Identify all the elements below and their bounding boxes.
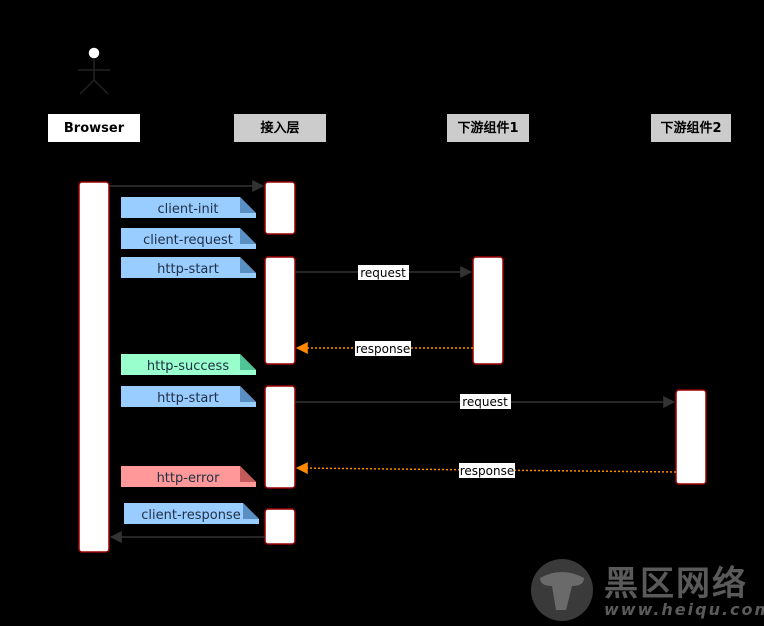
message-response-2-label: response bbox=[460, 464, 515, 478]
activation-down2 bbox=[675, 389, 707, 485]
activation-browser bbox=[78, 181, 110, 553]
note-client-response: client-response bbox=[124, 503, 259, 524]
activation-access-2 bbox=[264, 256, 296, 365]
note-http-success-label: http-success bbox=[147, 359, 229, 374]
note-http-start-1: http-start bbox=[121, 257, 256, 278]
participant-down1-label: 下游组件1 bbox=[457, 120, 518, 136]
activation-access-1 bbox=[264, 181, 296, 235]
message-request-1-label: request bbox=[360, 266, 406, 280]
note-http-start-2-label: http-start bbox=[157, 391, 219, 406]
message-request-2-label: request bbox=[462, 395, 508, 409]
watermark-cn-text: 黑区网络 bbox=[604, 564, 748, 604]
watermark: 黑区网络 www.heiqu.com bbox=[531, 559, 764, 621]
note-client-init-label: client-init bbox=[158, 202, 219, 217]
participant-down2: 下游组件2 bbox=[651, 114, 731, 142]
note-client-init: client-init bbox=[121, 197, 256, 218]
note-client-response-label: client-response bbox=[141, 508, 240, 523]
watermark-url-text: www.heiqu.com bbox=[604, 600, 764, 619]
note-http-start-1-label: http-start bbox=[157, 262, 219, 277]
message-response-1-label: response bbox=[356, 342, 411, 356]
note-http-error: http-error bbox=[121, 466, 256, 487]
participant-browser: Browser bbox=[48, 114, 140, 142]
participant-browser-label: Browser bbox=[64, 121, 125, 136]
participant-down1: 下游组件1 bbox=[447, 114, 529, 142]
note-client-request: client-request bbox=[121, 228, 256, 249]
activation-down1 bbox=[472, 256, 504, 365]
watermark-logo-icon bbox=[531, 559, 593, 621]
browser-actor-icon bbox=[78, 46, 110, 95]
participant-access-label: 接入层 bbox=[260, 120, 299, 136]
note-http-start-2: http-start bbox=[121, 386, 256, 407]
note-client-request-label: client-request bbox=[143, 233, 233, 248]
note-http-success: http-success bbox=[121, 354, 256, 375]
activation-access-4 bbox=[264, 508, 296, 545]
participant-down2-label: 下游组件2 bbox=[660, 120, 721, 136]
participant-access: 接入层 bbox=[234, 114, 326, 142]
activation-access-3 bbox=[264, 385, 296, 489]
note-http-error-label: http-error bbox=[157, 471, 221, 486]
